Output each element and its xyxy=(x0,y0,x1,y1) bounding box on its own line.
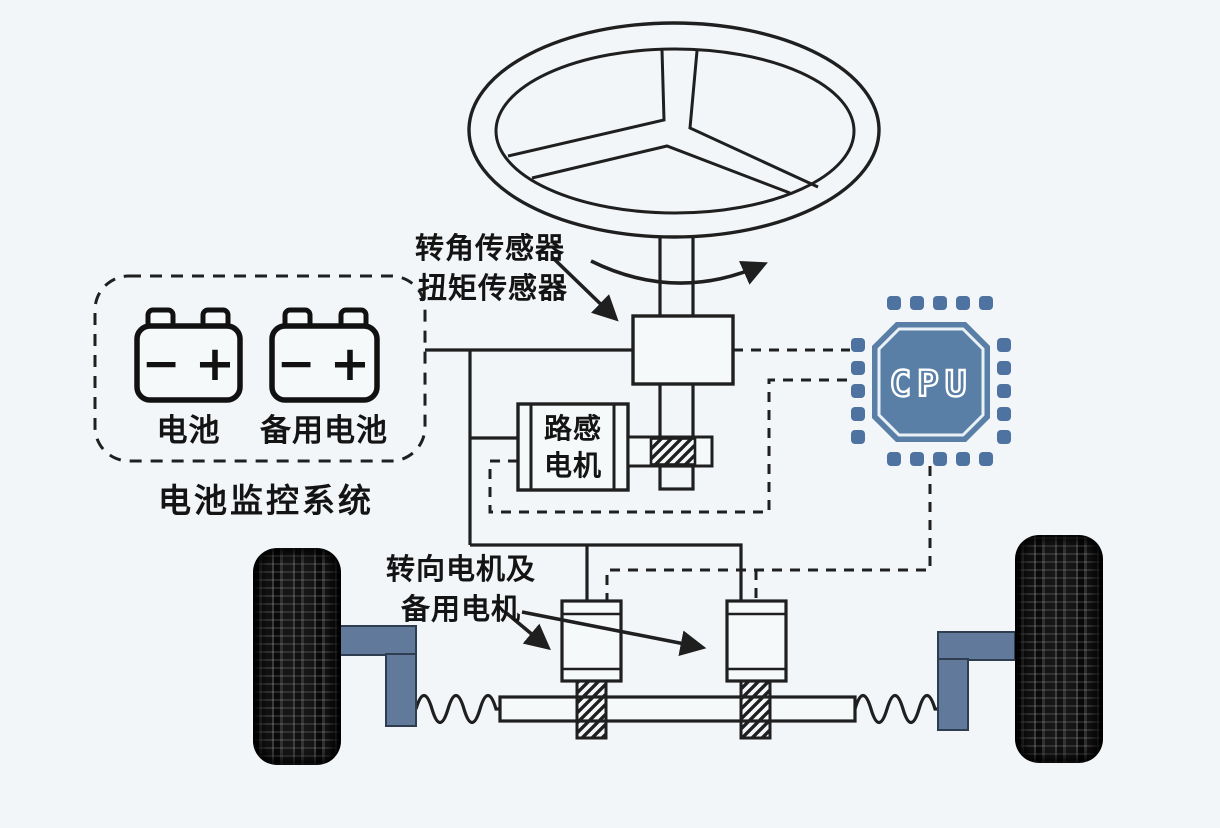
motor-label-arrow-right xyxy=(521,610,707,656)
tie-rod-spring-left xyxy=(414,693,500,725)
steering-motor-right-shaft xyxy=(739,679,772,740)
steering-motor-label-line1: 转向电机及 xyxy=(386,554,537,586)
steering-motor-left-shaft xyxy=(575,679,608,740)
steering-rack xyxy=(498,695,857,723)
road-feel-motor xyxy=(516,402,630,492)
steering-wheel-inner-rim xyxy=(494,47,856,215)
knuckle-left xyxy=(339,625,417,727)
cpu-pins xyxy=(851,296,1011,466)
steering-motor-label-line2: 备用电机 xyxy=(401,594,522,626)
battery-main: − + xyxy=(134,307,243,403)
wire-to-steering-motors xyxy=(470,543,743,601)
battery-label: 电池 xyxy=(156,413,221,448)
battery-minus: − xyxy=(142,336,181,390)
road-feel-motor-shaft xyxy=(626,435,714,468)
steering-wheel-spokes xyxy=(507,49,819,195)
knuckle-right xyxy=(937,631,1016,731)
steering-rotation-arrow xyxy=(590,259,768,285)
steering-motor-left xyxy=(560,599,623,740)
steering-wheel-outer-rim xyxy=(467,21,881,239)
road-feel-motor-label: 路感 电机 xyxy=(530,410,616,484)
shaft-hatch xyxy=(649,437,697,466)
backup-battery-plus: + xyxy=(330,336,370,392)
angle-torque-sensor-box xyxy=(631,314,735,386)
dashed-wires xyxy=(488,348,932,601)
backup-battery-label: 备用电池 xyxy=(260,413,388,448)
steering-column xyxy=(658,237,695,491)
steering-motor-right xyxy=(725,599,788,740)
dash-roadfeel-loop-to-cpu xyxy=(488,378,850,514)
cpu-inner-outline xyxy=(877,327,985,437)
battery-backup: − + xyxy=(269,307,380,403)
sensor-label-arrow xyxy=(550,255,619,322)
cpu-label: CPU xyxy=(889,364,972,405)
battery-dashed-box xyxy=(93,274,427,463)
road-feel-motor-label-line2: 电机 xyxy=(543,450,602,481)
right-wheel-tire xyxy=(1015,535,1103,763)
torque-sensor-label: 扭矩传感器 xyxy=(418,273,569,305)
road-feel-motor-label-line1: 路感 xyxy=(543,413,602,444)
tie-rod-spring-right xyxy=(853,693,938,725)
backup-battery-minus: − xyxy=(277,336,316,390)
motor-label-arrow-left xyxy=(502,609,551,651)
angle-sensor-label: 转角传感器 xyxy=(415,233,566,265)
left-wheel-tire xyxy=(253,548,341,765)
battery-monitoring-group: − + − + xyxy=(93,274,427,463)
cpu-chip: CPU xyxy=(851,296,1011,466)
battery-plus: + xyxy=(195,336,235,392)
steering-wheel xyxy=(467,21,881,239)
battery-monitoring-system-label: 电池监控系统 xyxy=(158,482,374,519)
cpu-body xyxy=(872,322,990,442)
solid-wires xyxy=(425,348,743,601)
